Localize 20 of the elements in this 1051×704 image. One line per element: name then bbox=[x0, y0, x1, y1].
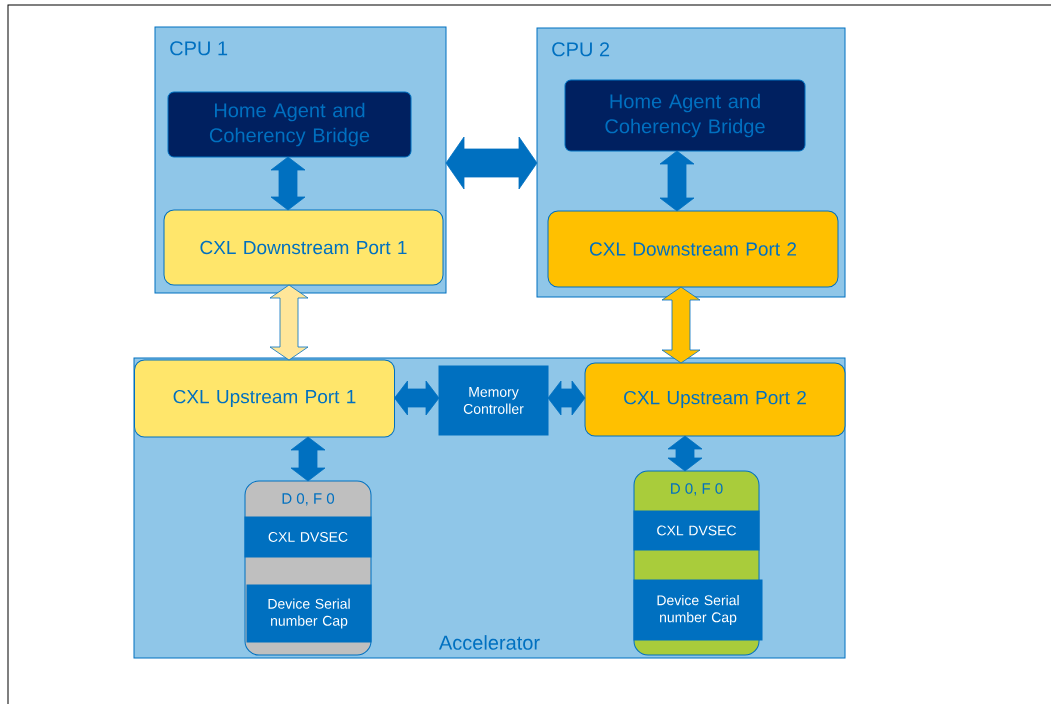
agent-box: Home Agent and Coherency Bridge bbox=[564, 79, 806, 152]
block-arrow bbox=[547, 380, 586, 416]
block-arrow bbox=[659, 150, 695, 212]
block-arrow bbox=[445, 136, 538, 190]
block-arrow bbox=[270, 156, 306, 211]
register-box: CXL DVSEC bbox=[633, 510, 760, 551]
block-arrow bbox=[394, 380, 440, 416]
block-arrow bbox=[269, 284, 309, 361]
port-box: CXL Downstream Port 1 bbox=[163, 209, 444, 286]
port-box: CXL Upstream Port 2 bbox=[584, 362, 846, 437]
register-box: Device Serial number Cap bbox=[246, 584, 372, 643]
block-arrow bbox=[661, 286, 701, 364]
port-box: CXL Downstream Port 2 bbox=[547, 210, 839, 288]
agent-box: Home Agent and Coherency Bridge bbox=[167, 91, 412, 158]
block-arrow bbox=[667, 435, 703, 472]
register-box: CXL DVSEC bbox=[244, 516, 372, 558]
controller-box: Memory Controller bbox=[438, 365, 549, 436]
port-box: CXL Upstream Port 1 bbox=[134, 359, 395, 438]
register-box: Device Serial number Cap bbox=[633, 579, 763, 641]
block-arrow bbox=[290, 436, 326, 482]
